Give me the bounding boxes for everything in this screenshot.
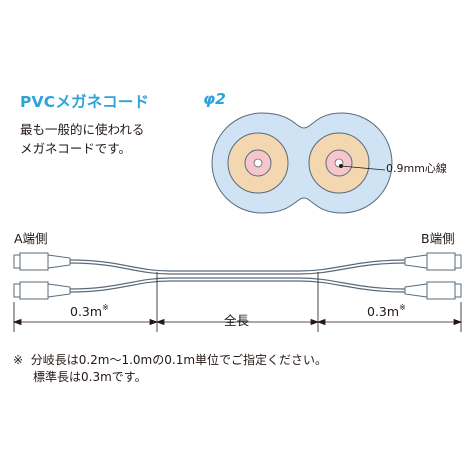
footnote-line-2: 標準長は0.3mです。 bbox=[33, 370, 147, 384]
right-branch-length: 0.3m※ bbox=[367, 303, 406, 319]
dimension-lines bbox=[12, 272, 463, 332]
right-length-mark: ※ bbox=[399, 303, 406, 312]
connector-a-upper bbox=[19, 252, 49, 271]
footnote-mark: ※ bbox=[13, 353, 24, 367]
left-fiber bbox=[253, 158, 263, 168]
left-length-mark: ※ bbox=[102, 303, 109, 312]
total-length-label: 全長 bbox=[224, 313, 250, 328]
core-callout-label: 0.9mm心線 bbox=[386, 162, 447, 175]
product-title: PVCメガネコード bbox=[20, 93, 150, 111]
end-a-label: A端側 bbox=[14, 231, 48, 246]
cable-assembly bbox=[69, 259, 406, 293]
upper-branch-cable bbox=[69, 259, 406, 272]
lower-branch-cable bbox=[69, 277, 406, 290]
end-b-label: B端側 bbox=[421, 231, 455, 246]
cross-section bbox=[211, 112, 393, 214]
connectors-b-end bbox=[404, 252, 462, 300]
description-line-2: メガネコードです。 bbox=[20, 141, 132, 156]
core-leader-line bbox=[340, 165, 386, 171]
footnote: ※ 分岐長は0.2m～1.0mの0.1m単位でご指定ください。 標準長は0.3m… bbox=[13, 352, 327, 386]
core-leader-dot bbox=[339, 164, 343, 168]
product-description: 最も一般的に使われる メガネコードです。 bbox=[20, 120, 144, 158]
connector-a-lower bbox=[19, 281, 49, 300]
connectors-a-end bbox=[13, 252, 71, 300]
left-length-value: 0.3m bbox=[70, 304, 103, 319]
description-line-1: 最も一般的に使われる bbox=[20, 122, 145, 137]
connector-b-upper bbox=[426, 252, 456, 271]
left-branch-length: 0.3m※ bbox=[70, 303, 109, 319]
right-length-value: 0.3m bbox=[367, 304, 400, 319]
footnote-line-1: ※ 分岐長は0.2m～1.0mの0.1m単位でご指定ください。 bbox=[13, 352, 327, 369]
footnote-text-1: 分岐長は0.2m～1.0mの0.1m単位でご指定ください。 bbox=[30, 353, 328, 367]
connector-b-lower bbox=[426, 281, 456, 300]
diameter-label: φ2 bbox=[203, 90, 226, 108]
